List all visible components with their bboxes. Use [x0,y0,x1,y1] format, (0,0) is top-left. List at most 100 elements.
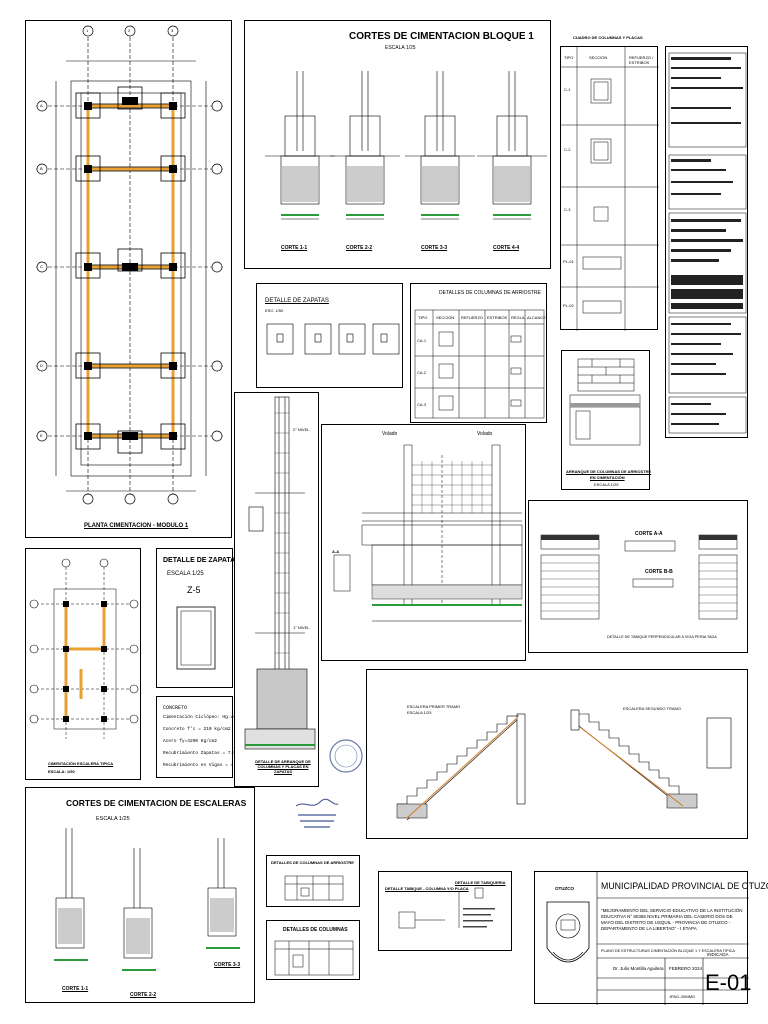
arriostre-hdr-tipo: TIPO [418,315,428,320]
notes-line-4: Recubrimiento Zapatas = 7.5 cms [163,751,247,756]
cortes-bloque1-title: CORTES DE CIMENTACION BLOQUE 1 [349,31,534,42]
axis-1-label: 1 [86,28,89,33]
cortes-escaleras-panel: CORTES DE CIMENTACION DE ESCALERAS ESCAL… [25,787,255,1003]
plan-scale: INDICADA [707,952,729,957]
municipal-logo [546,901,590,963]
escalera-tramo1-scale: ESCALA 1/25 [407,710,432,715]
axis-b-label: B [40,166,43,171]
arranque-scale: ESCALA 1/25 [594,482,619,487]
columns-table-grid [561,47,659,331]
escalera-plan-scale: ESCALA: 1/50 [48,769,75,774]
corte-central-drawing [333,444,523,622]
zapatas-big-panel: DETALLE DE ZAPATAS ESCALA 1/25 Z-5 [156,548,240,688]
tabique-corte-aa: CORTE A-A [635,531,663,537]
columns-table-title: CUADRO DE COLUMNAS Y PLACAS [573,35,643,40]
arriostre-row-ca1: CA-1 [417,338,427,343]
zapatas-small-scale: ESC: 1/50 [265,308,284,313]
columns-table-panel: CUADRO DE COLUMNAS Y PLACAS TIPO SECCIÓN… [560,35,659,331]
signature-mark [295,798,339,828]
corte-4-label: CORTE 4-4 [493,245,520,251]
columns-row-c1: C-1 [564,87,571,92]
spec-sheet-panel [665,46,748,438]
columns-row-c3: C-3 [564,207,571,212]
columns-hdr-refuerzo: REFUERZO / ESTRIBOS [629,55,654,65]
arriostre-hdr-estribos: ESTRIBOS [487,315,508,320]
notes-line-1: Cimentación Ciclópeo: Hg.vertical [163,715,253,720]
tabique-columna-title: DETALLE TABIQUE - COLUMNA Y/O PLACA [385,886,469,891]
plan-name: PLANO DE ESTRUCTURAS CIMENTACIÓN BLOQUE … [601,949,735,953]
arriostre-hdr-alcance: ALCANCE [527,315,546,320]
tabiqueria-title: DETALLE DE TABIQUERIA [455,880,506,885]
axis-a-label: A [40,103,43,108]
volado-right-label: Volado [477,431,493,437]
axis-3-label: 3 [171,28,174,33]
cortes-bloque1-scale: ESCALA 1/25 [385,45,416,51]
columns-row-pl01: PL-01 [563,259,574,264]
small-columnas-panel: DETALLES DE COLUMNAS [266,920,360,980]
columna-arranque-panel: 2° NIVEL 1° NIVEL DETALLE DE ARRANQUE DE… [234,392,319,787]
foundation-plan-drawing [36,25,223,505]
axis-d-label: D [40,363,43,368]
corte-esc-2-label: CORTE 2-2 [130,992,157,998]
escalera-plan-drawing [29,558,139,739]
small-arriostre-panel: DETALLES DE COLUMNAS DE ARRIOSTRE [266,855,360,907]
notes-panel: CONCRETO Cimentación Ciclópeo: Hg.vertic… [156,696,252,778]
arriostre-hdr-regla: REGLA [511,315,525,320]
arriostre-table-grid [414,309,545,419]
notes-line-3: Acero fy=4200 Kg/cm2 [163,739,218,744]
foundation-plan-panel: 1 2 3 A B C D E PLANTA CIMENTACION - MOD… [25,20,232,538]
corte-central-panel: Volado Volado A-A [321,424,526,661]
columna-arranque-drawing [244,396,316,750]
arriostre-row-ca3: CA-3 [417,402,427,407]
spec-sheet-drawing [668,52,747,434]
tabique-corte-bb: CORTE B-B [645,569,673,575]
title-block-panel: OTUZCO MUNICIPALIDAD PROVINCIAL DE OTUZC… [534,871,768,1005]
columna-arranque-title: DETALLE DE ARRANQUE DE COLUMNAS Y PLACAS… [255,759,311,774]
professional-stamp [329,739,363,773]
foundation-plan-title: PLANTA CIMENTACION - MODULO 1 [84,523,189,529]
notes-line-2: Concreto f'c = 210 kg/cm2 [163,727,231,732]
corte-esc-3-label: CORTE 3-3 [214,962,241,968]
escalera-tramo2-label: ESCALERA SEGUNDO TRAMO [623,706,681,711]
columns-hdr-tipo: TIPO [564,55,574,60]
arranque-panel: ARRANQUE DE COLUMNAS DE ARRIOSTRE EN CIM… [561,350,651,490]
cortes-escaleras-drawing [54,828,240,971]
zapatas-small-panel: DETALLE DE ZAPATAS ESC: 1/50 [256,283,403,388]
tabique-columna-drawing [398,887,495,929]
axis-c-label: C [40,264,43,269]
escaleras-detalle-drawing [396,709,732,821]
arriostre-row-ca2: CA-2 [417,370,427,375]
escaleras-detalle-panel: ESCALERA PRIMER TRAMO ESCALA 1/25 ESCALE… [366,669,748,839]
arriostre-table-panel: DETALLES DE COLUMNAS DE ARRIOSTRE TIPO S… [410,283,547,423]
zapatas-big-scale: ESCALA 1/25 [167,571,204,577]
escalera-tramo1-label: ESCALERA PRIMER TRAMO [407,704,461,709]
cortes-bloque1-drawing [265,70,548,220]
axis-2-label: 2 [128,28,131,33]
arranque-subtitle: EN CIMENTACIÓN [590,475,625,480]
small-columnas-title: DETALLES DE COLUMNAS [283,927,348,933]
logo-text: OTUZCO [555,886,574,891]
zapatas-big-drawing [176,606,216,670]
small-arriostre-grid [284,875,344,901]
arriostre-hdr-refuerzo: REFUERZO [461,315,483,320]
small-columnas-grid [274,940,354,976]
columns-row-c2: C-2 [564,147,571,152]
engineer-name: Dr. Julio Montilla Aguilera [613,966,664,971]
tabique-caption: DETALLE DE TABIQUE PERPENDICULAR A VIGA … [607,635,717,639]
level-2-label: 2° NIVEL [293,427,310,432]
notes-line-5: Recubrimiento en Vigas = 4.0 cms [163,763,250,768]
zapatas-big-tag: Z-5 [187,585,201,595]
tabique-columna-panel: DETALLE TABIQUE - COLUMNA Y/O PLACA DETA… [378,871,512,951]
zapatas-big-title: DETALLE DE ZAPATAS [163,557,240,564]
tabique-drawing [540,534,738,620]
title-block-grid [596,872,749,1005]
small-arriostre-title: DETALLES DE COLUMNAS DE ARRIOSTRE [271,860,354,865]
arriostre-table-title: DETALLES DE COLUMNAS DE ARRIOSTRE [439,290,541,296]
drawn-by: JPAG-JDMMG [669,994,696,999]
sheet-number: E-01 [705,970,752,995]
zapatas-small-title: DETALLE DE ZAPATAS [265,298,329,304]
entity-name: MUNICIPALIDAD PROVINCIAL DE OTUZCO [601,881,768,891]
axis-e-label: E [40,433,43,438]
corte-esc-1-label: CORTE 1-1 [62,986,89,992]
cortes-bloque1-panel: CORTES DE CIMENTACION BLOQUE 1 ESCALA 1/… [244,20,551,269]
